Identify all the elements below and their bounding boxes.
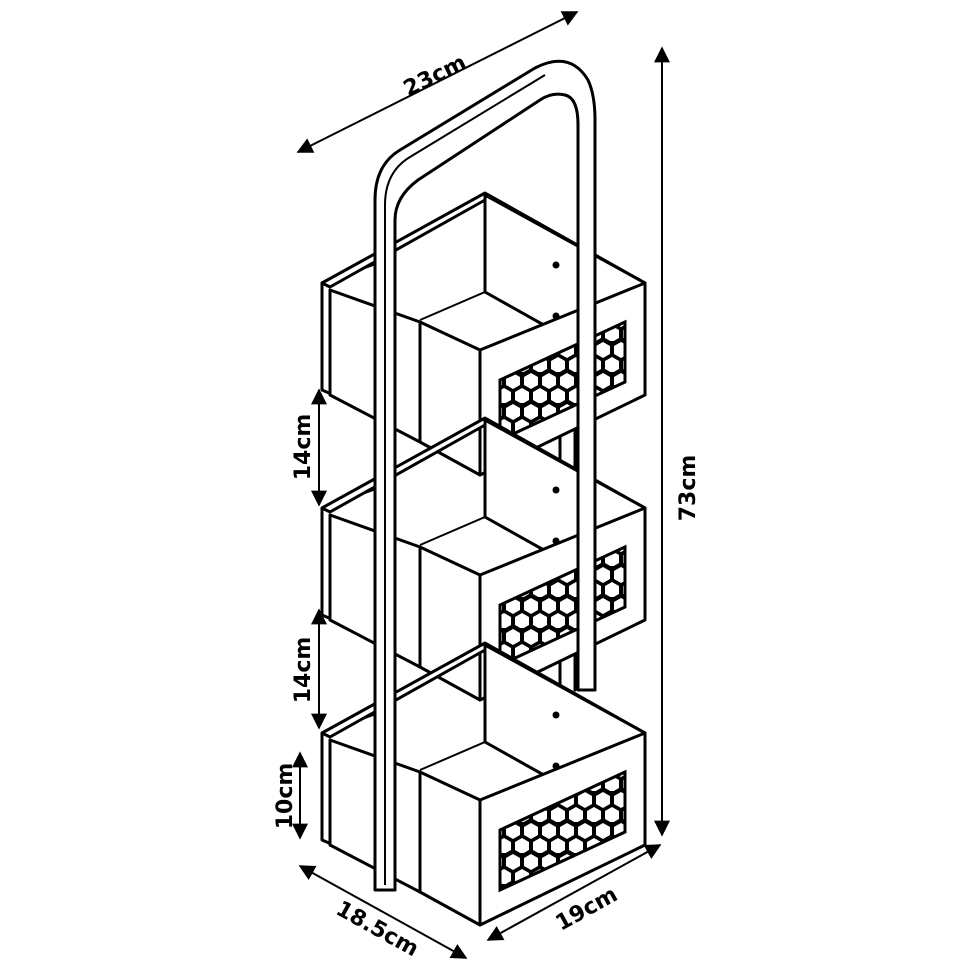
basket-front-panel — [418, 770, 482, 927]
basket-3 — [320, 641, 647, 927]
dim-label-top-width: 23cm — [400, 50, 471, 102]
dim-label-front-width: 19cm — [552, 882, 622, 936]
dim-label-gap-upper: 14cm — [291, 414, 316, 481]
dimension-bottom-height: 10cm — [273, 751, 308, 840]
dim-label-depth: 18.5cm — [332, 897, 423, 963]
bolt-hole-icon — [552, 537, 560, 545]
dimension-gap-lower: 14cm — [291, 608, 327, 730]
dim-label-gap-lower: 14cm — [291, 637, 316, 704]
dimension-gap-upper: 14cm — [291, 388, 327, 507]
bolt-hole-icon — [552, 762, 560, 770]
bolt-hole-icon — [552, 261, 560, 269]
dim-label-bottom-height: 10cm — [273, 763, 298, 830]
bolt-hole-icon — [552, 711, 560, 719]
dimension-height-total: 73cm — [654, 46, 701, 837]
basket-2 — [320, 416, 647, 702]
dim-label-height-total: 73cm — [676, 455, 701, 522]
bolt-hole-icon — [552, 312, 560, 320]
bolt-hole-icon — [552, 486, 560, 494]
